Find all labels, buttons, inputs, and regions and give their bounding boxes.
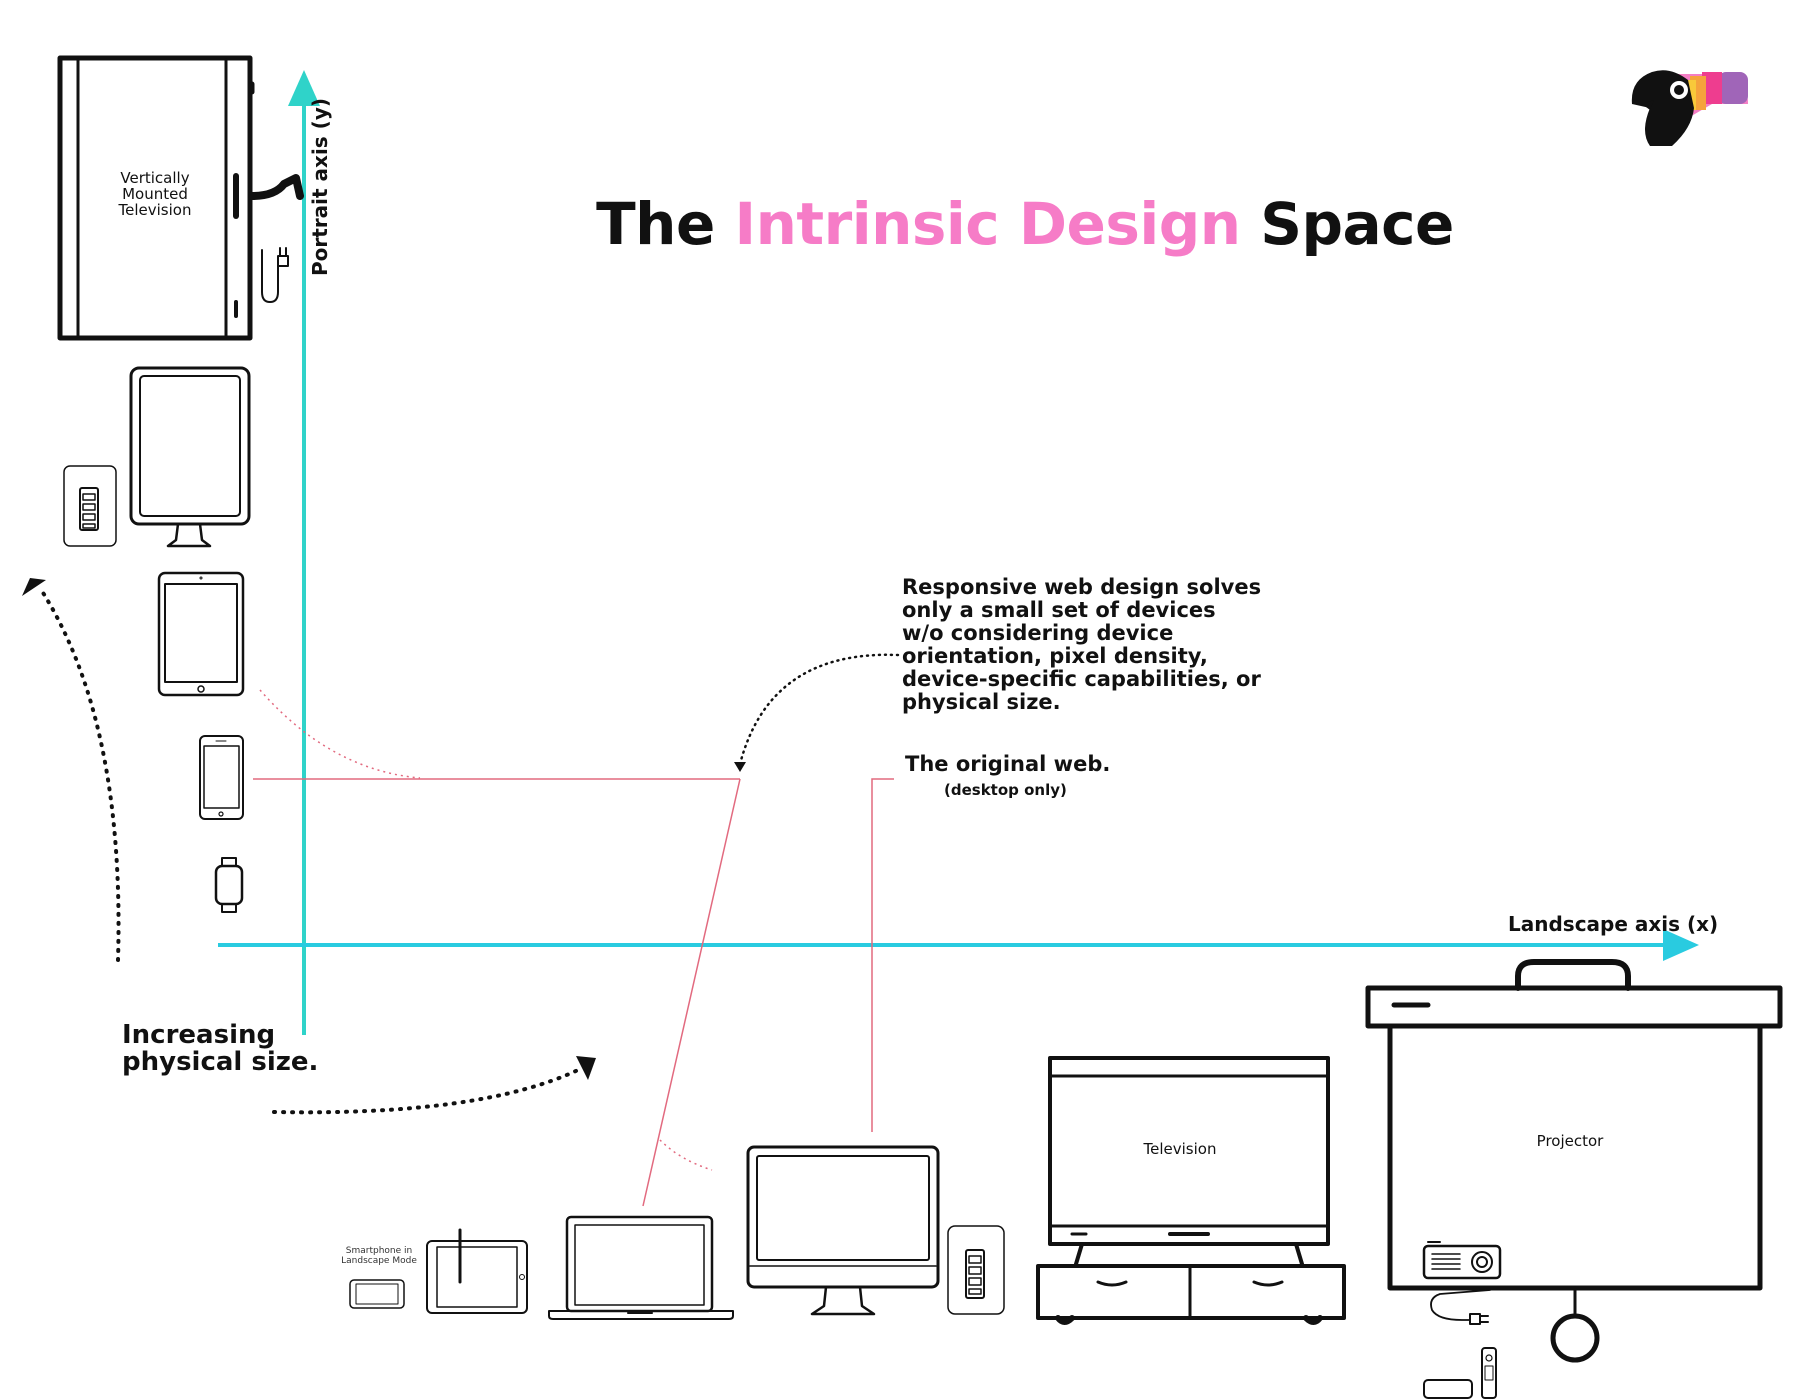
television-icon — [1036, 1056, 1346, 1325]
tablet-stylus-icon — [426, 1228, 528, 1314]
increasing-size-note: Increasing physical size. — [122, 1020, 319, 1077]
smartwatch-icon — [214, 857, 244, 913]
guide-lines — [253, 689, 894, 1207]
arrow-head-right-icon — [576, 1056, 596, 1080]
projector-label: Projector — [1536, 1132, 1604, 1150]
increasing-size-arrows — [22, 578, 900, 1115]
smart-switch-icon — [63, 465, 117, 547]
smart-switch-icon-2 — [947, 1225, 1005, 1315]
projector-icon — [1422, 1241, 1502, 1325]
landscape-axis-label: Landscape axis (x) — [1508, 912, 1719, 936]
desktop-monitor-icon — [746, 1145, 940, 1316]
television-label: Television — [1143, 1140, 1217, 1158]
original-web-note: The original web. — [905, 752, 1111, 776]
title-accent: Intrinsic Design — [734, 190, 1242, 258]
smartphone-icon — [199, 735, 244, 820]
tablet-icon — [157, 571, 245, 697]
portrait-axis-label: Portrait axis (y) — [308, 98, 332, 276]
toucan-logo-icon — [1631, 70, 1748, 146]
vertical-tv-icon — [57, 55, 304, 341]
projector-screen-icon — [1365, 959, 1783, 1363]
smartphone-landscape-icon — [349, 1279, 405, 1309]
arrow-head-up-icon — [22, 578, 46, 596]
page-title: The Intrinsic Design Space — [596, 190, 1454, 258]
laptop-icon — [548, 1215, 734, 1320]
original-web-subnote: (desktop only) — [944, 781, 1067, 799]
responsive-design-note: Responsive web design solves only a smal… — [902, 575, 1262, 714]
media-box-remote-icon — [1423, 1347, 1497, 1399]
vertical-tv-label: Vertically Mounted Television — [118, 169, 192, 219]
arrow-head-down-icon — [734, 762, 746, 772]
portrait-monitor-icon — [129, 366, 251, 548]
smartphone-landscape-label: Smartphone in Landscape Mode — [341, 1246, 417, 1266]
